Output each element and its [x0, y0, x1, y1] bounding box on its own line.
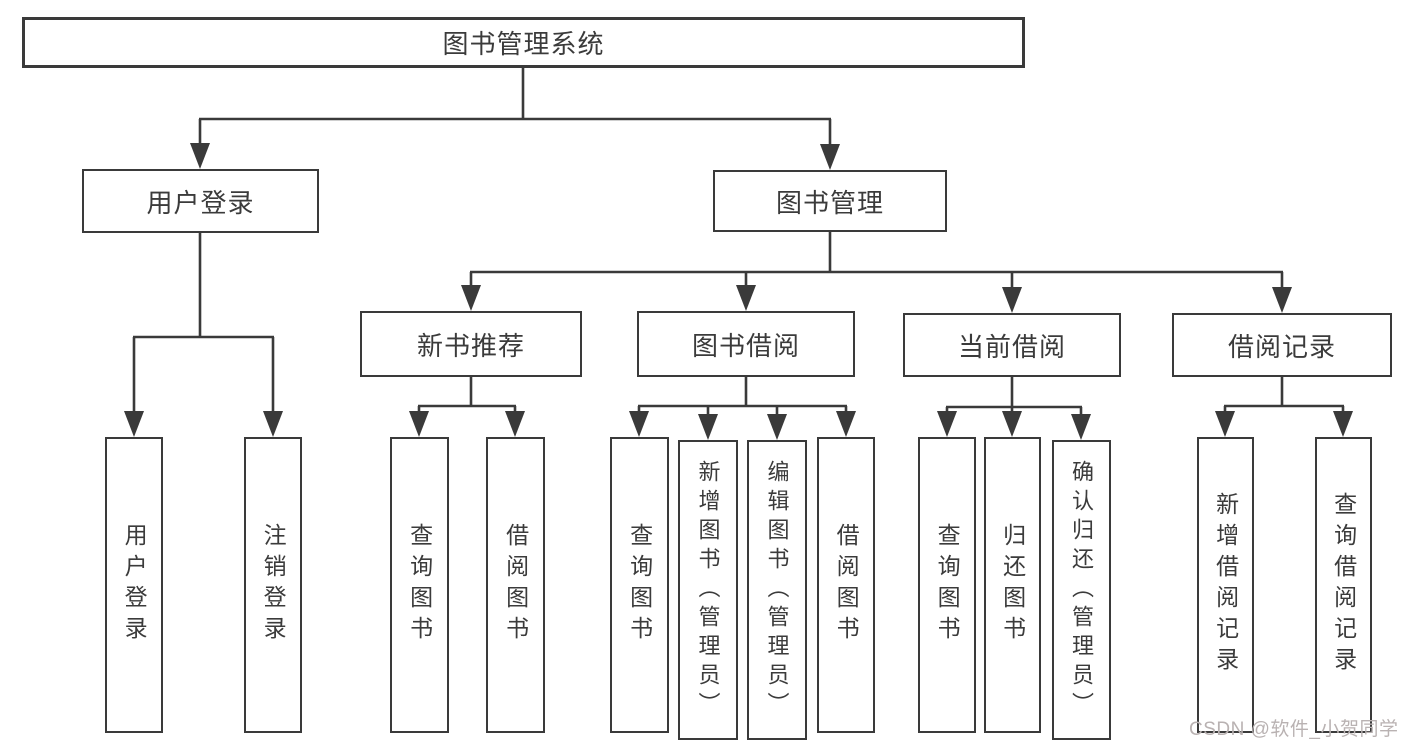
leaf-query-books-label: 查询图书 — [406, 523, 433, 647]
leaf-edit-book-admin: 编辑图书（管理员） — [747, 440, 807, 740]
leaf-return-books: 归还图书 — [984, 437, 1041, 733]
leaf-borrow-books-label: 借阅图书 — [833, 523, 860, 647]
leaf-confirm-return-admin: 确认归还（管理员） — [1052, 440, 1111, 740]
node-book-management: 图书管理 — [713, 170, 947, 232]
node-library-system: 图书管理系统 — [22, 17, 1025, 68]
node-new-book-recommend: 新书推荐 — [360, 311, 582, 377]
node-borrowing-records: 借阅记录 — [1172, 313, 1392, 377]
leaf-logout-label: 注销登录 — [260, 523, 287, 647]
leaf-borrow-books-label: 借阅图书 — [502, 523, 529, 647]
edge-current-borrow-to-leaves — [937, 377, 1091, 440]
leaf-query-books-label: 查询图书 — [626, 523, 653, 647]
leaf-user-login-label: 用户登录 — [121, 523, 148, 647]
edge-root-to-level2 — [190, 68, 840, 170]
leaf-query-books: 查询图书 — [610, 437, 669, 733]
leaf-add-borrow-record: 新增借阅记录 — [1197, 437, 1254, 733]
node-user-login: 用户登录 — [82, 169, 319, 233]
leaf-user-login: 用户登录 — [105, 437, 163, 733]
leaf-return-books-label: 归还图书 — [999, 523, 1026, 647]
leaf-add-book-admin-label: 新增图书（管理员） — [695, 459, 721, 721]
leaf-query-books-label: 查询图书 — [934, 523, 961, 647]
leaf-query-borrow-record: 查询借阅记录 — [1315, 437, 1372, 733]
edge-user-login-to-leaves — [124, 233, 283, 437]
edge-borrow-records-to-leaves — [1215, 377, 1353, 437]
edge-book-borrow-to-leaves — [629, 377, 856, 440]
edge-book-mgmt-to-level3 — [461, 232, 1292, 313]
leaf-add-borrow-record-label: 新增借阅记录 — [1212, 492, 1239, 678]
leaf-query-borrow-record-label: 查询借阅记录 — [1330, 492, 1357, 678]
leaf-add-book-admin: 新增图书（管理员） — [678, 440, 738, 740]
edge-new-book-rec-to-leaves — [409, 377, 525, 437]
leaf-borrow-books: 借阅图书 — [486, 437, 545, 733]
node-new-book-recommend-label: 新书推荐 — [416, 330, 525, 361]
leaf-logout: 注销登录 — [244, 437, 302, 733]
node-book-borrowing-label: 图书借阅 — [691, 330, 800, 361]
node-book-borrowing: 图书借阅 — [637, 311, 855, 377]
node-borrowing-records-label: 借阅记录 — [1227, 331, 1336, 362]
node-book-management-label: 图书管理 — [775, 187, 884, 218]
leaf-edit-book-admin-label: 编辑图书（管理员） — [764, 459, 790, 721]
node-current-borrowing-label: 当前借阅 — [957, 331, 1066, 362]
leaf-borrow-books: 借阅图书 — [817, 437, 875, 733]
leaf-confirm-return-admin-label: 确认归还（管理员） — [1069, 459, 1095, 721]
node-user-login-label: 用户登录 — [146, 187, 255, 218]
node-library-system-label: 图书管理系统 — [442, 29, 605, 59]
csdn-watermark: CSDN @软件_小贺同学 — [1189, 719, 1399, 740]
leaf-query-books: 查询图书 — [918, 437, 976, 733]
node-current-borrowing: 当前借阅 — [903, 313, 1121, 377]
leaf-query-books: 查询图书 — [390, 437, 449, 733]
